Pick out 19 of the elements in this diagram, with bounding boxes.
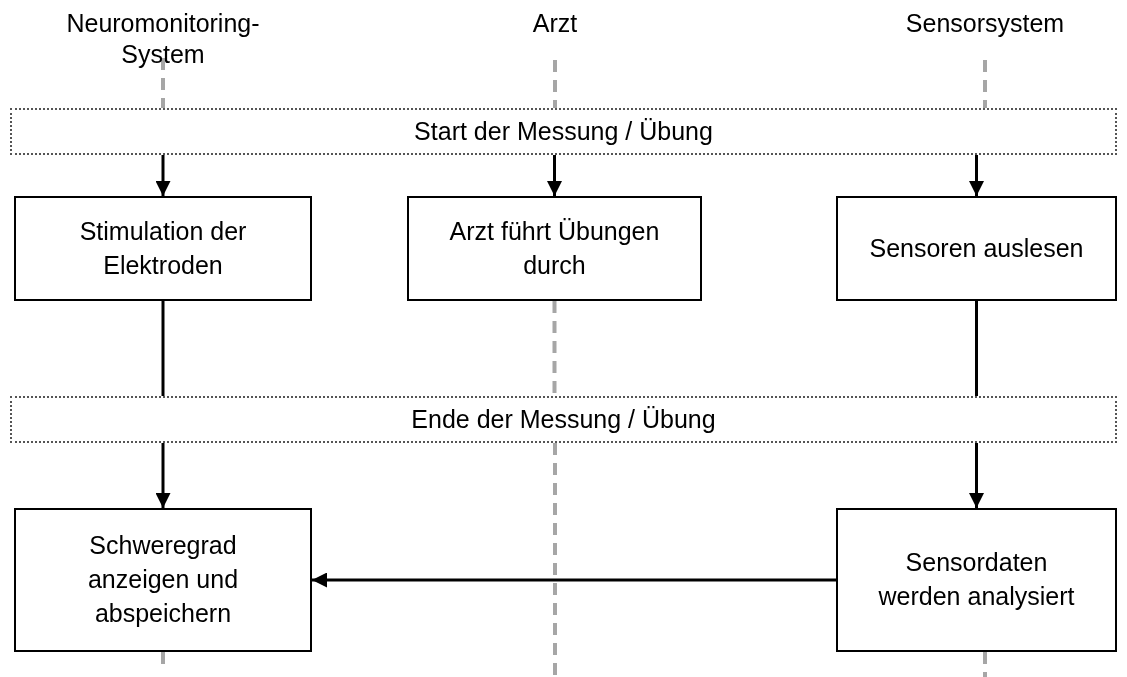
arrow [155, 155, 171, 196]
connector-line [161, 301, 165, 396]
process-box: Schweregrad anzeigen und abspeichern [14, 508, 312, 652]
arrow [969, 155, 984, 196]
connector-line [552, 301, 557, 396]
arrow [969, 443, 984, 508]
lane-header: Neuromonitoring-System [65, 8, 261, 71]
connector-line [975, 301, 978, 396]
process-box: Sensordaten werden analysiert [836, 508, 1117, 652]
process-box: Arzt führt Übungen durch [407, 196, 702, 301]
process-box: Stimulation der Elektroden [14, 196, 312, 301]
arrow [155, 443, 171, 508]
lane-header: Sensorsystem [904, 8, 1066, 39]
arrow [547, 155, 562, 196]
arrow [312, 572, 836, 588]
phase-band: Ende der Messung / Übung [10, 396, 1117, 443]
phase-band: Start der Messung / Übung [10, 108, 1117, 155]
process-box: Sensoren auslesen [836, 196, 1117, 301]
lane-header: Arzt [531, 8, 579, 39]
